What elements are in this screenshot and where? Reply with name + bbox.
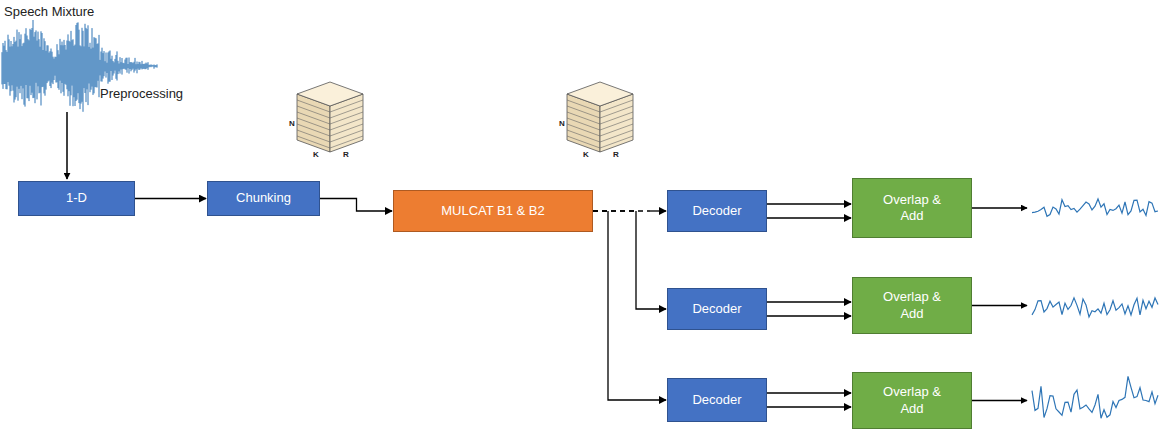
output-waveforms bbox=[972, 199, 1158, 418]
axis-letter: R bbox=[343, 150, 349, 159]
decoder-box: Decoder bbox=[667, 190, 767, 232]
step-label: Preprocessing bbox=[100, 86, 183, 101]
input-encoder-box: 1-D bbox=[18, 181, 135, 216]
connector-arrow bbox=[767, 302, 851, 303]
connector-arrow bbox=[767, 316, 851, 317]
connector-arrow bbox=[593, 211, 666, 309]
preprocessing-arrow bbox=[66, 112, 68, 179]
overlap-add-box: Overlap & Add bbox=[852, 178, 972, 238]
connector-arrow bbox=[593, 211, 666, 400]
connector-arrow bbox=[767, 393, 851, 394]
connector-arrow bbox=[767, 407, 851, 408]
box-label: MULCAT B1 & B2 bbox=[441, 203, 545, 219]
decoder-box: Decoder bbox=[667, 378, 767, 422]
figure-label: Speech Mixture bbox=[4, 4, 94, 19]
connector-arrow bbox=[320, 199, 392, 212]
tensor-cubes bbox=[297, 82, 633, 152]
axis-letter: K bbox=[313, 150, 319, 159]
axis-letter: R bbox=[613, 150, 619, 159]
chunking-box: Chunking bbox=[207, 181, 320, 216]
connector-arrow bbox=[593, 211, 666, 212]
box-label: 1-D bbox=[66, 190, 87, 206]
connector-arrow bbox=[135, 198, 206, 199]
connector-arrow bbox=[767, 204, 851, 205]
axis-letter: K bbox=[583, 150, 589, 159]
box-label: Decoder bbox=[692, 301, 741, 317]
connector-arrow bbox=[767, 218, 851, 219]
separator-box: MULCAT B1 & B2 bbox=[393, 190, 593, 232]
decoder-box: Decoder bbox=[667, 288, 767, 330]
overlap-add-box: Overlap & Add bbox=[852, 277, 972, 334]
axis-letter: N bbox=[559, 119, 565, 128]
box-label: Overlap & Add bbox=[881, 384, 943, 417]
box-label: Decoder bbox=[692, 203, 741, 219]
box-label: Chunking bbox=[236, 190, 291, 206]
box-label: Overlap & Add bbox=[881, 192, 943, 225]
box-label: Overlap & Add bbox=[881, 289, 943, 322]
axis-letter: N bbox=[289, 119, 295, 128]
overlap-add-box: Overlap & Add bbox=[852, 372, 972, 429]
box-label: Decoder bbox=[692, 392, 741, 408]
